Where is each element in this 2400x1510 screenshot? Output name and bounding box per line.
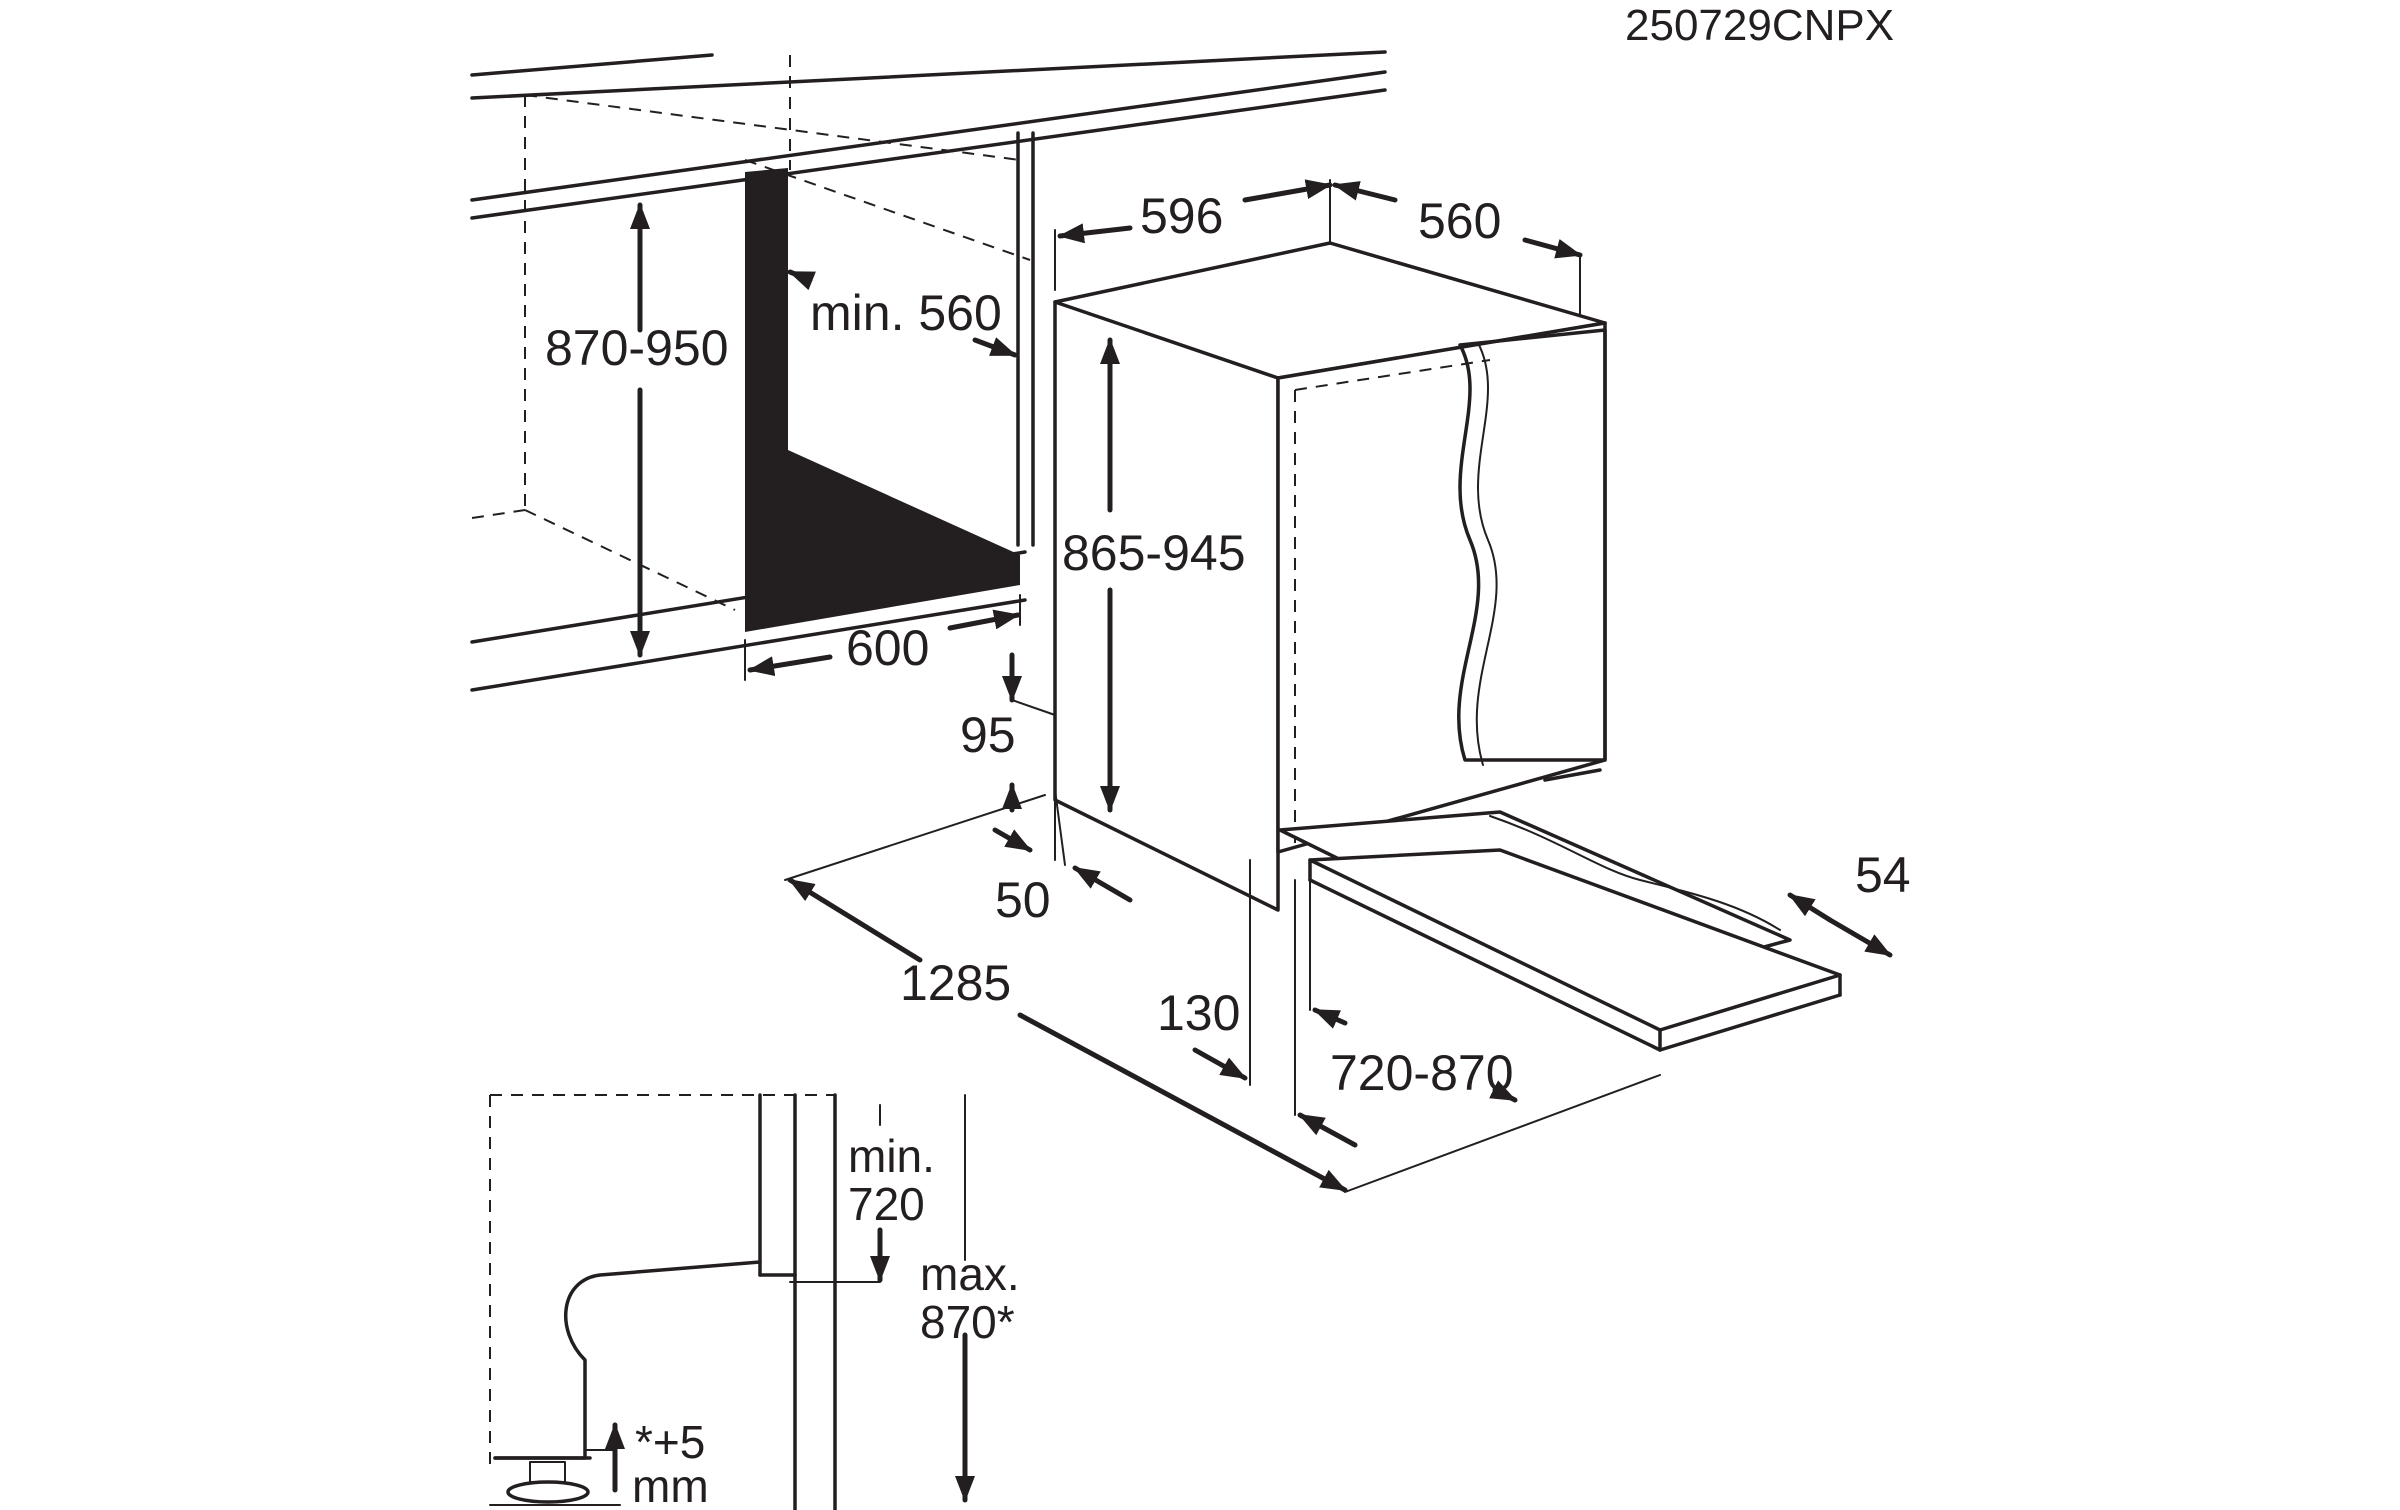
niche-interior-shadow bbox=[745, 168, 1020, 632]
door-panel bbox=[1278, 810, 1842, 1052]
detail-max-label: max. bbox=[920, 1248, 1020, 1300]
detail-min-label: min. bbox=[848, 1130, 935, 1182]
dim-1285: 1285 bbox=[900, 955, 1011, 1011]
dim-54: 54 bbox=[1855, 847, 1911, 903]
dim-depth-560: 560 bbox=[1418, 193, 1501, 249]
dim-50: 50 bbox=[995, 872, 1051, 928]
dimension-lines bbox=[630, 179, 1893, 1193]
dim-height-865-945: 865-945 bbox=[1062, 525, 1246, 581]
dim-height-870-950: 870-950 bbox=[545, 320, 729, 376]
dim-130: 130 bbox=[1157, 985, 1240, 1041]
detail-max-value: 870* bbox=[920, 1296, 1015, 1348]
detail-inset bbox=[489, 1093, 975, 1510]
dim-95: 95 bbox=[960, 707, 1016, 763]
dim-min-560: min. 560 bbox=[810, 285, 1002, 341]
dim-width-600: 600 bbox=[846, 620, 929, 676]
detail-adjust-label: *+5 bbox=[635, 1416, 705, 1468]
detail-adjust-unit: mm bbox=[632, 1460, 709, 1510]
dim-720-870: 720-870 bbox=[1330, 1045, 1514, 1101]
dim-width-596: 596 bbox=[1140, 188, 1223, 244]
model-code: 250729CNPX bbox=[1625, 1, 1894, 50]
detail-min-value: 720 bbox=[848, 1178, 925, 1230]
